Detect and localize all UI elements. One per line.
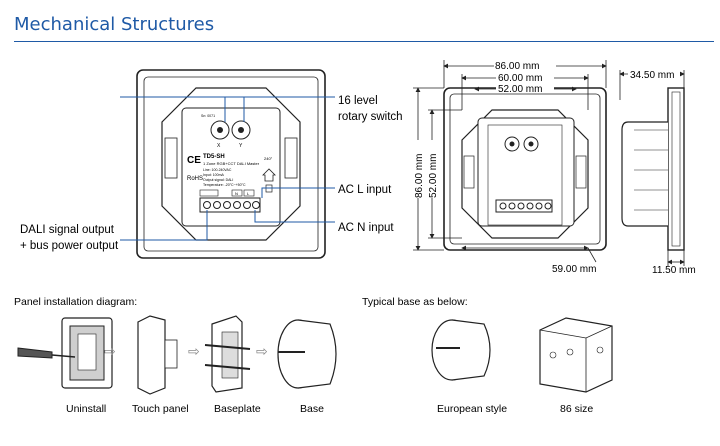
arrow-icon-2: ⇨	[188, 343, 200, 359]
arrow-icon-1: ⇨	[104, 343, 116, 359]
callout-dali-1: DALI signal output	[20, 224, 115, 236]
base-illustration	[277, 319, 337, 389]
terminal-l-label: L	[247, 191, 250, 196]
step-label-touch-panel: Touch panel	[132, 403, 189, 415]
label-y: Y	[239, 143, 243, 149]
desc-text: 1 Zone RGB+CCT DALI Master	[203, 161, 260, 166]
spec-line-3: Output signal: DALI	[203, 178, 233, 182]
house-icon	[262, 168, 276, 182]
base-heading: Typical base as below:	[362, 296, 468, 308]
serial-text: Sn: 0071	[201, 114, 215, 118]
label-x: X	[217, 143, 221, 149]
callout-acn: AC N input	[338, 222, 394, 234]
ce-mark: CE	[187, 155, 201, 166]
title-rule	[14, 41, 714, 42]
page-title: Mechanical Structures	[14, 14, 215, 35]
spec-line-1: Line: 100-240VAC	[203, 168, 232, 172]
callout-acl: AC L input	[338, 184, 392, 196]
callout-rotary-2: rotary switch	[338, 111, 403, 123]
rohs-mark: RoHS	[187, 176, 203, 182]
dim-width-60: 60.00 mm	[498, 73, 542, 84]
dim-width-52: 52.00 mm	[498, 84, 542, 95]
angle-text: 240°	[264, 156, 273, 161]
step-label-uninstall: Uninstall	[66, 403, 106, 415]
step-label-base: Base	[300, 403, 324, 415]
dim-width-86: 86.00 mm	[495, 61, 539, 72]
european-base-illustration	[431, 319, 491, 381]
terminal-screws	[203, 201, 260, 209]
model-text: TD5-SH	[203, 154, 225, 160]
callout-dali-2: + bus power output	[20, 240, 119, 252]
callout-rotary-1: 16 level	[338, 95, 378, 107]
rear-panel-drawing	[443, 87, 607, 251]
dim-depth-11: 11.50 mm	[652, 265, 696, 276]
arrow-icon-3: ⇨	[256, 343, 268, 359]
base-label-european: European style	[437, 403, 507, 415]
dim-depth-59: 59.00 mm	[552, 264, 596, 275]
dim-height-86: 86.00 mm	[414, 154, 425, 198]
dim-height-52: 52.00 mm	[428, 154, 439, 198]
dim-depth-34: 34.50 mm	[630, 70, 674, 81]
touch-panel-illustration	[137, 315, 178, 395]
callout-lines	[120, 96, 335, 241]
spec-line-2: Input: 100mA	[203, 173, 224, 177]
base-label-86: 86 size	[560, 403, 593, 415]
front-panel-drawing: X Y Sn: 0071 TD5-SH 1 Zone RGB+CCT DALI …	[136, 69, 326, 259]
86-box-illustration	[539, 317, 613, 393]
uninstall-illustration	[17, 317, 113, 389]
side-view-drawing	[621, 87, 685, 251]
step-label-baseplate: Baseplate	[214, 403, 261, 415]
terminal-n-label: N	[235, 191, 238, 196]
install-heading: Panel installation diagram:	[14, 296, 137, 308]
baseplate-illustration	[204, 315, 251, 393]
spec-line-4: Temperature: -20°C~+50°C	[203, 183, 246, 187]
